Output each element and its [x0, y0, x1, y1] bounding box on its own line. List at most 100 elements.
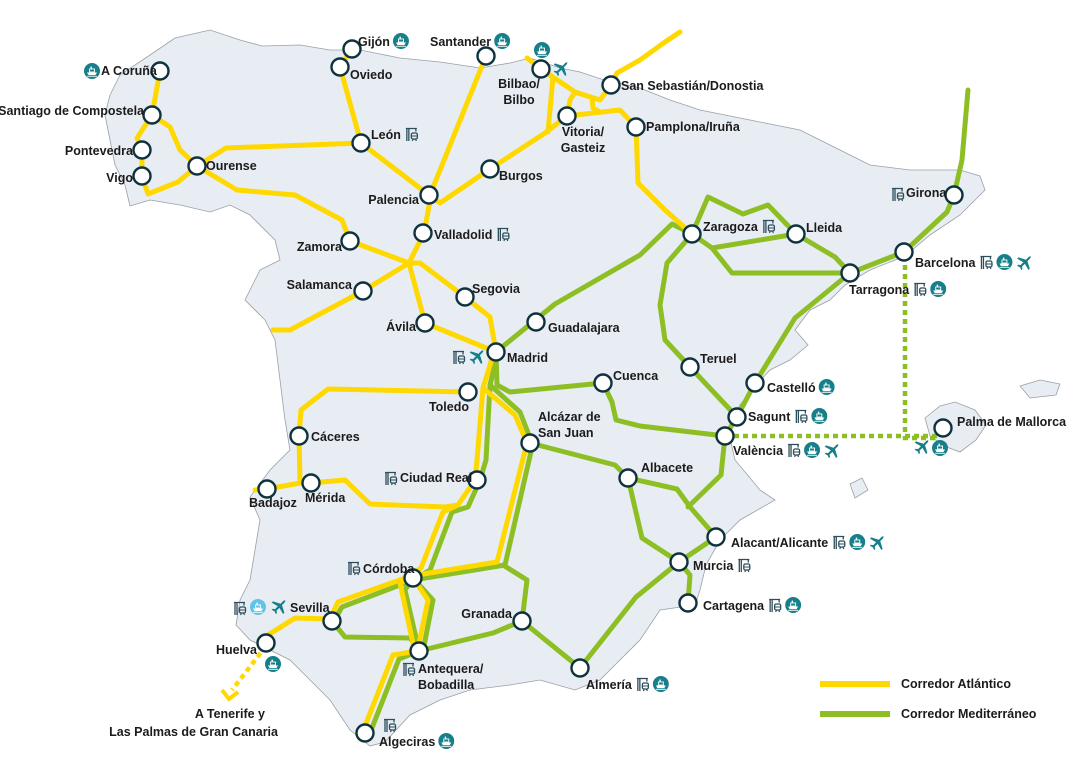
station-node-icon[interactable]: [353, 281, 373, 301]
city-label: Madrid: [507, 351, 548, 365]
station-node-icon[interactable]: [342, 39, 362, 59]
station-node-icon[interactable]: [526, 312, 546, 332]
legend: Corredor Atlántico Corredor Mediterráneo: [820, 677, 1037, 721]
city-segovia: Segovia: [455, 282, 521, 307]
station-node-icon[interactable]: [894, 242, 914, 262]
sea-route-huelva-canarias: [230, 644, 268, 692]
city-palencia: Palencia: [368, 185, 439, 207]
city-label: Murcia: [693, 559, 734, 573]
station-node-icon[interactable]: [455, 287, 475, 307]
city-label: Girona: [906, 186, 947, 200]
station-node-icon[interactable]: [467, 470, 487, 490]
city-label-line: Zaragoza: [703, 220, 759, 234]
station-node-icon[interactable]: [715, 426, 735, 446]
station-node-icon[interactable]: [486, 342, 506, 362]
city-pamplona: Pamplona/Iruña: [626, 117, 741, 137]
station-node-icon[interactable]: [933, 418, 953, 438]
station-node-icon[interactable]: [257, 479, 277, 499]
station-node-icon[interactable]: [409, 641, 429, 661]
station-node-icon[interactable]: [132, 140, 152, 160]
station-node-icon[interactable]: [256, 633, 276, 653]
station-node-icon[interactable]: [745, 373, 765, 393]
station-node-icon[interactable]: [142, 105, 162, 125]
station-node-icon[interactable]: [727, 407, 747, 427]
station-node-icon[interactable]: [593, 373, 613, 393]
station-node-icon[interactable]: [512, 611, 532, 631]
city-label-line: Vitoria/: [562, 125, 605, 139]
city-antequera: Antequera/Bobadilla: [402, 641, 484, 692]
route-zaragoza-tarragona: [709, 245, 853, 276]
station-node-icon[interactable]: [557, 106, 577, 126]
route-zaragoza-teruel-sagunt: [657, 231, 740, 420]
city-sevilla: Sevilla: [233, 599, 342, 631]
city-sansebastian: San Sebastián/Donostia: [601, 75, 764, 95]
airport-icon: [1017, 255, 1032, 271]
city-label: Ciudad Real: [400, 471, 472, 485]
city-label-line: Burgos: [499, 169, 543, 183]
station-node-icon[interactable]: [150, 61, 170, 81]
station-node-icon[interactable]: [682, 224, 702, 244]
city-label-line: Santander: [430, 35, 491, 49]
station-node-icon[interactable]: [187, 156, 207, 176]
station-node-icon[interactable]: [413, 223, 433, 243]
city-label-line: Girona: [906, 186, 947, 200]
station-node-icon[interactable]: [944, 185, 964, 205]
city-label: Mérida: [305, 491, 346, 505]
station-node-icon[interactable]: [330, 57, 350, 77]
station-node-icon[interactable]: [618, 468, 638, 488]
station-node-icon[interactable]: [840, 263, 860, 283]
route-vitoria-pamplona-zaragoza: [564, 107, 695, 237]
station-node-icon[interactable]: [351, 133, 371, 153]
port-icon: [494, 33, 511, 49]
city-label-line: Palma de Mallorca: [957, 415, 1067, 429]
ibiza: [849, 477, 869, 499]
city-label-line: Barcelona: [915, 256, 976, 270]
station-node-icon[interactable]: [458, 382, 478, 402]
city-label: Bilbao/Bilbo: [498, 77, 540, 107]
port-icon: [996, 254, 1013, 270]
station-node-icon[interactable]: [419, 185, 439, 205]
station-node-icon[interactable]: [531, 59, 551, 79]
station-node-icon[interactable]: [301, 473, 321, 493]
station-node-icon[interactable]: [706, 527, 726, 547]
rail-terminal-icon: [913, 282, 927, 297]
city-label-line: Guadalajara: [548, 321, 621, 335]
station-node-icon[interactable]: [680, 357, 700, 377]
station-node-icon[interactable]: [480, 159, 500, 179]
city-label-line: Sagunt: [748, 410, 791, 424]
city-badajoz: Badajoz: [249, 479, 297, 510]
route-murcia-almeria-granada-antequera: [416, 559, 682, 671]
station-node-icon[interactable]: [520, 433, 540, 453]
station-node-icon[interactable]: [322, 611, 342, 631]
city-label: Vigo: [106, 171, 133, 185]
port-light-icon: [250, 599, 266, 615]
station-node-icon[interactable]: [403, 568, 423, 588]
city-sagunt: Sagunt: [727, 407, 828, 427]
city-girona: Girona: [891, 185, 964, 205]
city-label-line: Salamanca: [287, 278, 353, 292]
canary-arrow-icon: [220, 688, 240, 702]
station-node-icon[interactable]: [786, 224, 806, 244]
station-node-icon[interactable]: [601, 75, 621, 95]
city-label: Teruel: [700, 352, 737, 366]
station-node-icon[interactable]: [476, 46, 496, 66]
city-label: Lleida: [806, 221, 843, 235]
route-albacete-murcia: [625, 475, 719, 565]
station-node-icon[interactable]: [415, 313, 435, 333]
station-node-icon[interactable]: [669, 552, 689, 572]
station-node-icon[interactable]: [340, 231, 360, 251]
station-node-icon[interactable]: [132, 166, 152, 186]
city-tarragona: Tarragona: [840, 263, 947, 297]
city-label-line: Lleida: [806, 221, 843, 235]
station-node-icon[interactable]: [678, 593, 698, 613]
station-node-icon[interactable]: [289, 426, 309, 446]
station-node-icon[interactable]: [570, 658, 590, 678]
port-icon: [818, 379, 835, 395]
station-node-icon[interactable]: [355, 723, 375, 743]
airport-icon: [914, 439, 929, 455]
city-label-line: Madrid: [507, 351, 548, 365]
port-icon: [534, 42, 550, 58]
station-node-icon[interactable]: [626, 117, 646, 137]
city-label-line: Albacete: [641, 461, 693, 475]
